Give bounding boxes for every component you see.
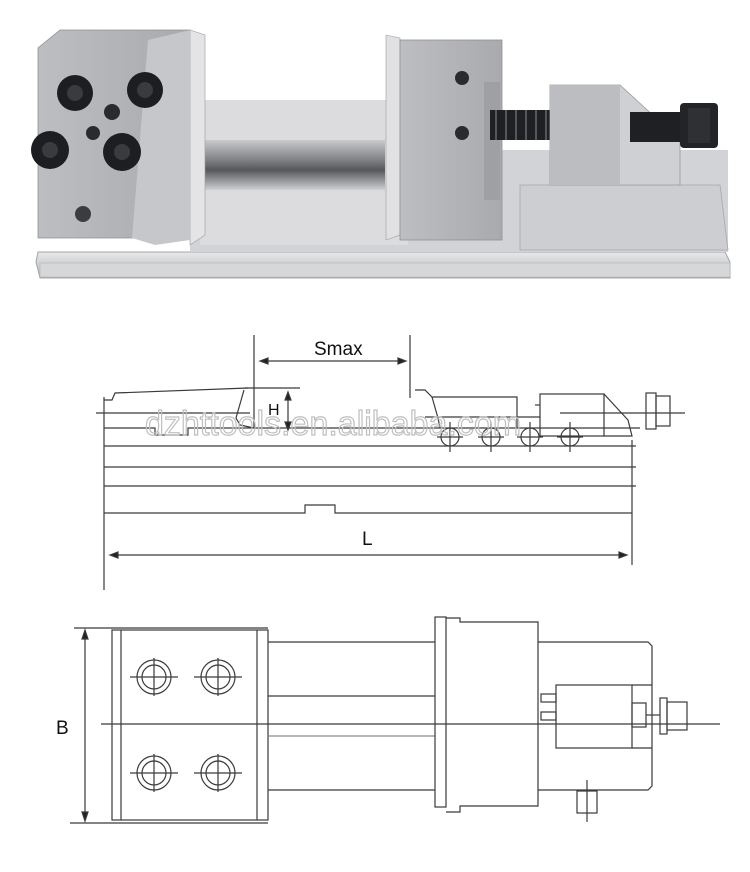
side-view-drawing: Smax H L dzhttools.en.alibaba.com xyxy=(0,300,750,590)
vise-photo-illustration xyxy=(31,29,731,279)
b-label: B xyxy=(56,718,69,739)
watermark-text: dzhttools.en.alibaba.com xyxy=(145,405,521,443)
jaw-bolts xyxy=(31,72,163,222)
vise-product-photo xyxy=(0,0,750,300)
side-view-svg: Smax H L dzhttools.en.alibaba.com xyxy=(96,335,685,590)
top-view-svg: B xyxy=(56,616,720,824)
l-label: L xyxy=(362,529,373,550)
smax-label: Smax xyxy=(314,339,363,360)
h-label: H xyxy=(268,402,280,419)
top-view-drawing: B xyxy=(0,590,750,872)
